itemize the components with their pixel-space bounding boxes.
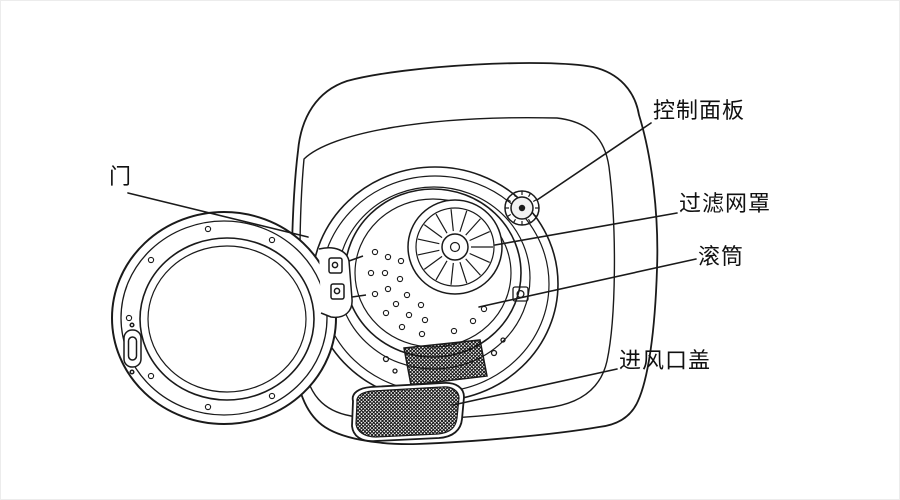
door-handle xyxy=(123,322,142,375)
control-panel-knob xyxy=(504,190,540,226)
air-inlet-label: 进风口盖 xyxy=(619,348,712,373)
door-label: 门 xyxy=(109,164,133,189)
door-window xyxy=(139,237,315,401)
control-panel-label: 控制面板 xyxy=(653,98,746,123)
air-inlet-cover xyxy=(351,382,465,442)
leader-line-air-inlet xyxy=(452,368,618,406)
door-rim-screws xyxy=(125,225,276,411)
leader-line-drum xyxy=(478,258,697,308)
front-face-details xyxy=(382,286,529,374)
leader-line-door xyxy=(127,192,309,238)
door-open xyxy=(111,211,367,425)
drum-perforations xyxy=(367,248,488,338)
drum-label: 滚筒 xyxy=(698,244,745,269)
door-hinge xyxy=(318,247,367,319)
leader-lines xyxy=(127,122,697,406)
filter-cover-label: 过滤网罩 xyxy=(679,191,772,216)
filter-cover-plate xyxy=(407,199,503,295)
lint-filter-slot xyxy=(403,339,488,386)
leader-line-filter-cover xyxy=(494,212,678,246)
leader-line-control-panel xyxy=(536,122,652,201)
